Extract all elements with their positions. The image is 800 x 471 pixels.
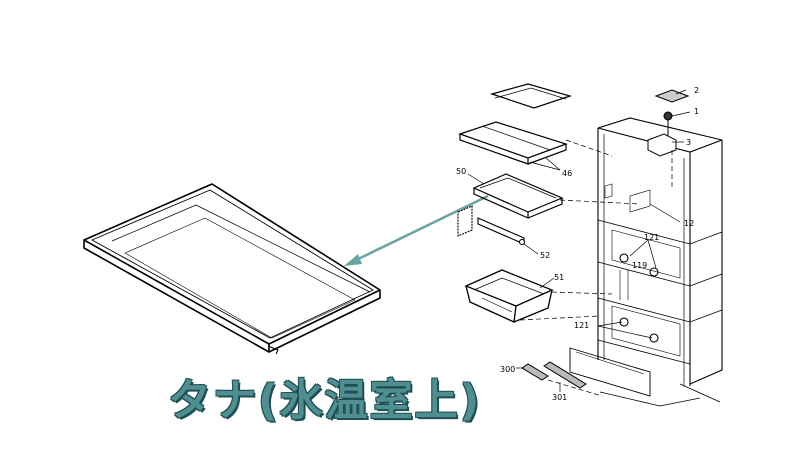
part-labels: 2 1 3 46 50 12 121 52 119 51 121 300 301 bbox=[456, 86, 699, 402]
label-46: 46 bbox=[562, 169, 572, 178]
label-301: 301 bbox=[552, 393, 567, 402]
label-121-top: 121 bbox=[644, 233, 659, 242]
label-2: 2 bbox=[694, 86, 699, 95]
label-121-bottom: 121 bbox=[574, 321, 589, 330]
label-12: 12 bbox=[684, 219, 694, 228]
leader-lines bbox=[467, 89, 691, 392]
label-52: 52 bbox=[540, 251, 550, 260]
label-300: 300 bbox=[500, 365, 515, 374]
fridge-cabinet bbox=[569, 117, 723, 407]
door-strips bbox=[521, 361, 587, 389]
shelf-caption: タナ(氷温室上) bbox=[168, 376, 482, 426]
label-1: 1 bbox=[694, 107, 699, 116]
hinge-parts bbox=[647, 89, 690, 157]
callout-arrow bbox=[344, 194, 489, 266]
enlarged-shelf bbox=[83, 183, 381, 355]
tray-part-51 bbox=[464, 269, 554, 323]
label-119: 119 bbox=[632, 261, 647, 270]
shelf-part-50 bbox=[472, 173, 564, 219]
label-51: 51 bbox=[554, 273, 564, 282]
label-50: 50 bbox=[456, 167, 466, 176]
label-3: 3 bbox=[686, 138, 691, 147]
bracket-part-52 bbox=[457, 205, 526, 246]
assembly-lines bbox=[519, 139, 673, 397]
shelf-stack bbox=[458, 83, 573, 165]
